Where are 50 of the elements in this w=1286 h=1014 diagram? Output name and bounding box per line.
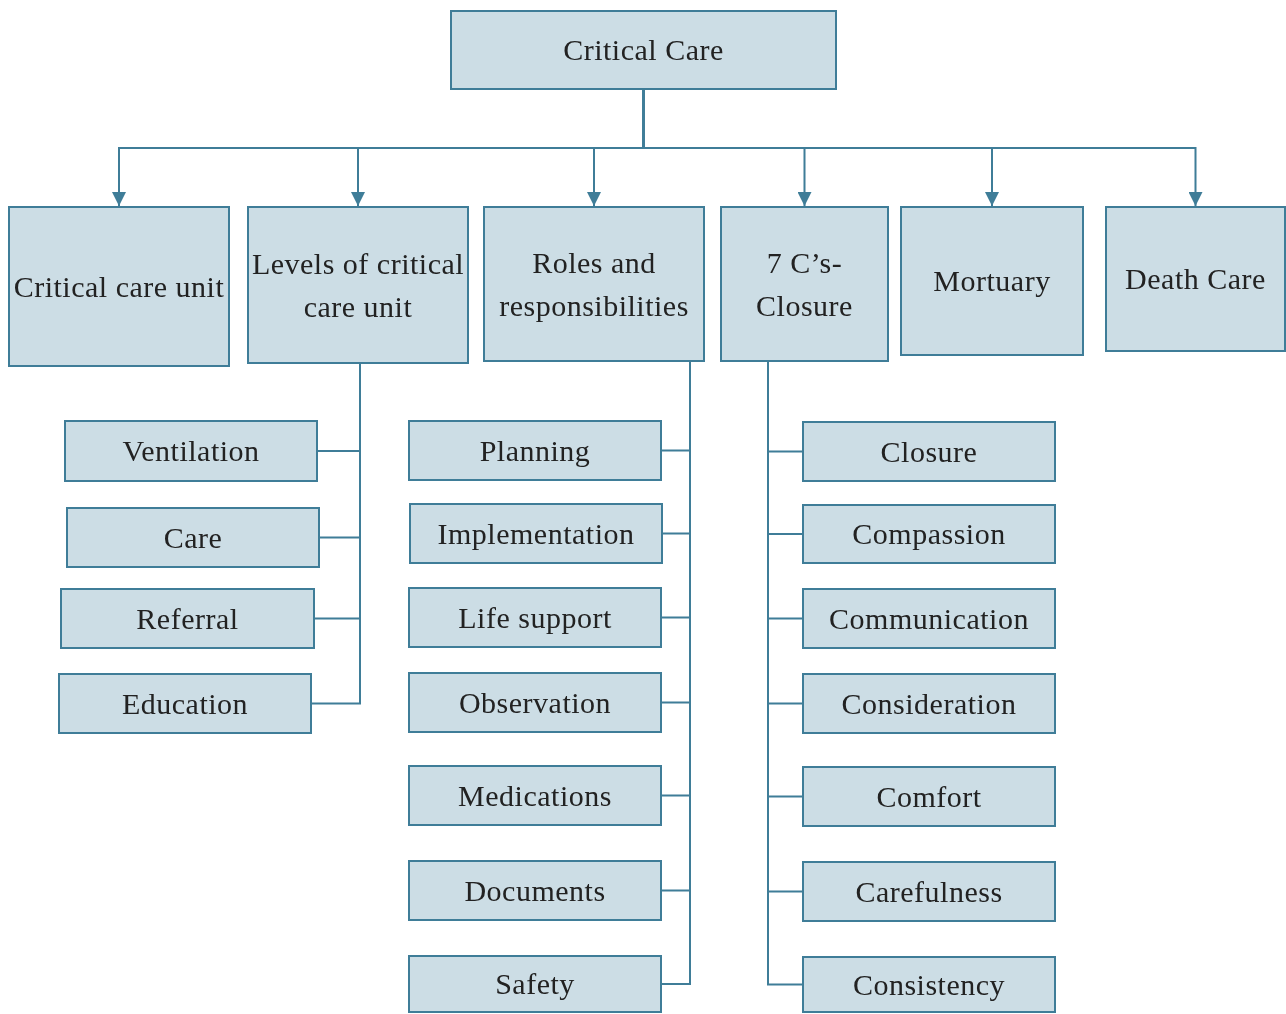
category-box: [900, 206, 1084, 356]
node-label: Levels of critical care unit: [250, 245, 466, 325]
item-box: [408, 765, 662, 826]
node-label: 7 C’s- Closure: [755, 244, 854, 324]
node-label: Referral: [136, 600, 239, 637]
item-box: [58, 673, 312, 734]
item-box: [802, 504, 1056, 564]
item-box: [802, 861, 1056, 922]
node-label: Observation: [458, 684, 612, 721]
node-label: Closure: [880, 433, 978, 470]
node-label: Communication: [829, 600, 1029, 637]
node-label: Consistency: [852, 966, 1006, 1003]
item-box: [408, 955, 662, 1013]
node-label: Care: [163, 519, 223, 556]
node-label: Mortuary: [933, 263, 1051, 300]
category-box: [1105, 206, 1286, 352]
item-box: [409, 503, 663, 564]
item-box: [802, 956, 1056, 1013]
item-box: [802, 421, 1056, 482]
node-label: Death Care: [1125, 261, 1266, 298]
category-box: [483, 206, 705, 362]
item-box: [408, 672, 662, 733]
item-box: [66, 507, 320, 568]
node-label: Compassion: [852, 516, 1006, 553]
node-label: Medications: [458, 777, 612, 814]
node-label: Ventilation: [122, 433, 260, 470]
node-label: Roles and responsibilities: [498, 244, 690, 324]
node-label: Critical Care: [563, 32, 724, 69]
node-label: Critical care unit: [13, 268, 225, 305]
root-topic-box: [450, 10, 837, 90]
node-label: Safety: [495, 966, 575, 1003]
item-box: [802, 673, 1056, 734]
item-box: [408, 860, 662, 921]
node-label: Planning: [479, 432, 591, 469]
node-label: Life support: [458, 599, 612, 636]
item-box: [408, 587, 662, 648]
item-box: [408, 420, 662, 481]
node-label: Comfort: [876, 778, 982, 815]
category-box: [8, 206, 230, 367]
node-label: Consideration: [841, 685, 1017, 722]
category-box: [247, 206, 469, 364]
item-box: [64, 420, 318, 482]
node-label: Carefulness: [855, 873, 1003, 910]
category-box: [720, 206, 889, 362]
node-label: Documents: [464, 872, 606, 909]
item-box: [60, 588, 315, 649]
item-box: [802, 588, 1056, 649]
node-label: Implementation: [437, 515, 635, 552]
node-label: Education: [121, 685, 249, 722]
item-box: [802, 766, 1056, 827]
